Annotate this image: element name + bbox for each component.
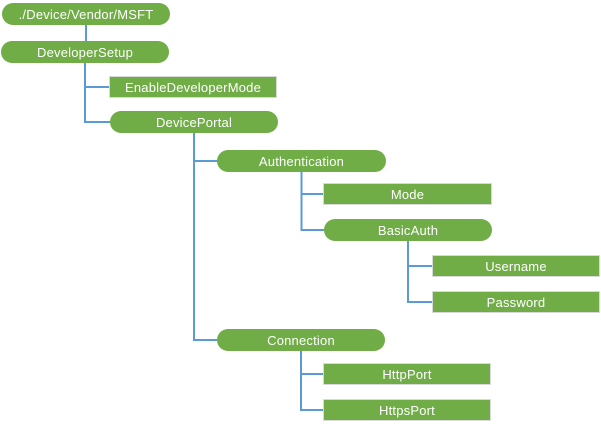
tree-node-httpport: HttpPort [323,363,491,385]
tree-node-password: Password [432,291,600,313]
connector-line [300,172,324,231]
connector-line [84,63,110,123]
tree-node-deviceportal: DevicePortal [110,111,278,133]
tree-node-authentication: Authentication [217,150,386,172]
tree-node-httpsport: HttpsPort [323,399,491,421]
tree-node-mode: Mode [323,183,492,205]
tree-node-basicauth: BasicAuth [324,219,492,241]
tree-node-developersetup: DeveloperSetup [1,41,169,63]
connector-line [193,133,217,341]
tree-node-username: Username [432,255,600,277]
tree-node-device-vendor-msft: ./Device/Vendor/MSFT [2,3,170,25]
tree-node-enabledevelopermode: EnableDeveloperMode [109,76,277,98]
tree-node-connection: Connection [217,329,385,351]
connector-line [407,241,432,303]
connector-line [300,351,323,411]
